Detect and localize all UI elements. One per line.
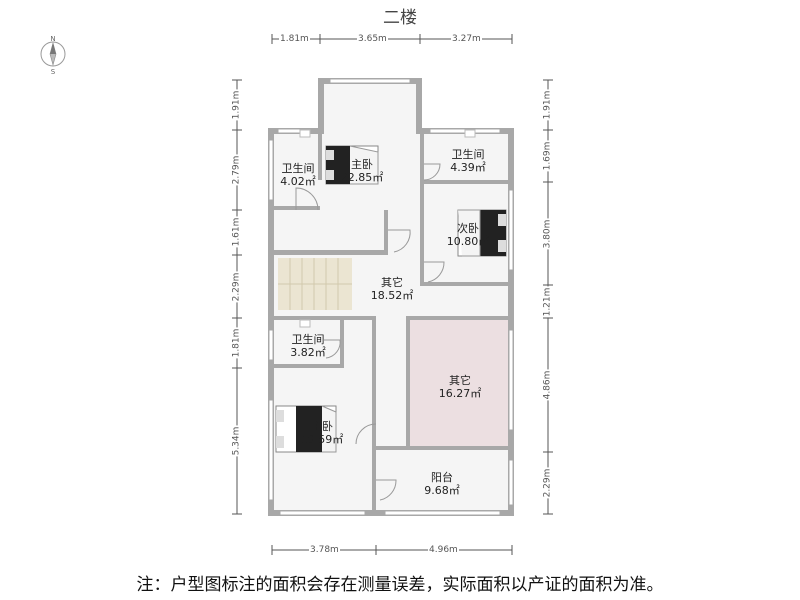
room-area: 3.82㎡: [290, 346, 326, 359]
dim-right-1: 1.91m: [542, 89, 553, 121]
room-bath-top-right: 卫生间 4.39㎡: [440, 148, 496, 174]
dim-right-5: 4.86m: [542, 369, 553, 401]
dim-left-5: 1.81m: [231, 327, 242, 359]
dim-right-3: 3.80m: [542, 218, 553, 250]
dim-left-2: 2.79m: [231, 154, 242, 186]
disclaimer-note: 注：户型图标注的面积会存在测量误差，实际面积以产证的面积为准。: [136, 575, 664, 595]
dim-bottom-2: 4.96m: [428, 545, 459, 555]
room-area: 4.39㎡: [450, 161, 486, 174]
room-bath-top-left: 卫生间 4.02㎡: [276, 162, 320, 188]
dim-left-3: 1.61m: [231, 216, 242, 248]
room-area: 4.02㎡: [280, 175, 316, 188]
dim-left-4: 2.29m: [231, 271, 242, 303]
dim-right-4: 1.21m: [542, 286, 553, 318]
dim-right-2: 1.69m: [542, 140, 553, 172]
bed-icon: [325, 145, 379, 185]
doors: [295, 163, 445, 501]
room-area: 10.80㎡: [446, 235, 490, 248]
compass-north: N: [50, 35, 55, 43]
bed-icon: [275, 405, 337, 453]
fixtures: [299, 129, 476, 328]
room-name: 次卧: [457, 222, 479, 235]
room-master-bottom: 主卧 19.59㎡: [292, 420, 352, 446]
room-name: 卫生间: [281, 162, 315, 175]
room-name: 卫生间: [451, 148, 485, 161]
room-area: 16.27㎡: [438, 387, 482, 400]
room-name: 卫生间: [291, 333, 325, 346]
room-second-bedroom: 次卧 10.80㎡: [440, 222, 496, 248]
dim-left-1: 1.91m: [231, 89, 242, 121]
room-other-center: 其它 18.52㎡: [362, 276, 422, 302]
room-name: 其它: [381, 276, 403, 289]
room-other-right: 其它 16.27㎡: [430, 374, 490, 400]
room-area: 19.59㎡: [300, 433, 344, 446]
dim-bottom-1: 3.78m: [309, 545, 340, 555]
room-name: 阳台: [431, 471, 453, 484]
dim-top-3: 3.27m: [451, 34, 482, 44]
bed-icon: [457, 209, 507, 257]
room-area: 18.52㎡: [370, 289, 414, 302]
dim-top-2: 3.65m: [357, 34, 388, 44]
room-master-top: 主卧 22.85㎡: [334, 158, 390, 184]
room-name: 其它: [449, 374, 471, 387]
room-area: 9.68㎡: [424, 484, 460, 497]
compass-icon: N S: [40, 35, 66, 75]
room-area: 22.85㎡: [340, 171, 384, 184]
room-balcony: 阳台 9.68㎡: [412, 471, 472, 497]
dim-right-6: 2.29m: [542, 467, 553, 499]
room-bath-mid-left: 卫生间 3.82㎡: [278, 333, 338, 359]
dim-top-1: 1.81m: [279, 34, 310, 44]
compass-south: S: [51, 68, 56, 75]
room-name: 主卧: [311, 420, 333, 433]
room-name: 主卧: [351, 158, 373, 171]
floor-title: 二楼: [383, 8, 417, 28]
dim-left-6: 5.34m: [231, 425, 242, 457]
